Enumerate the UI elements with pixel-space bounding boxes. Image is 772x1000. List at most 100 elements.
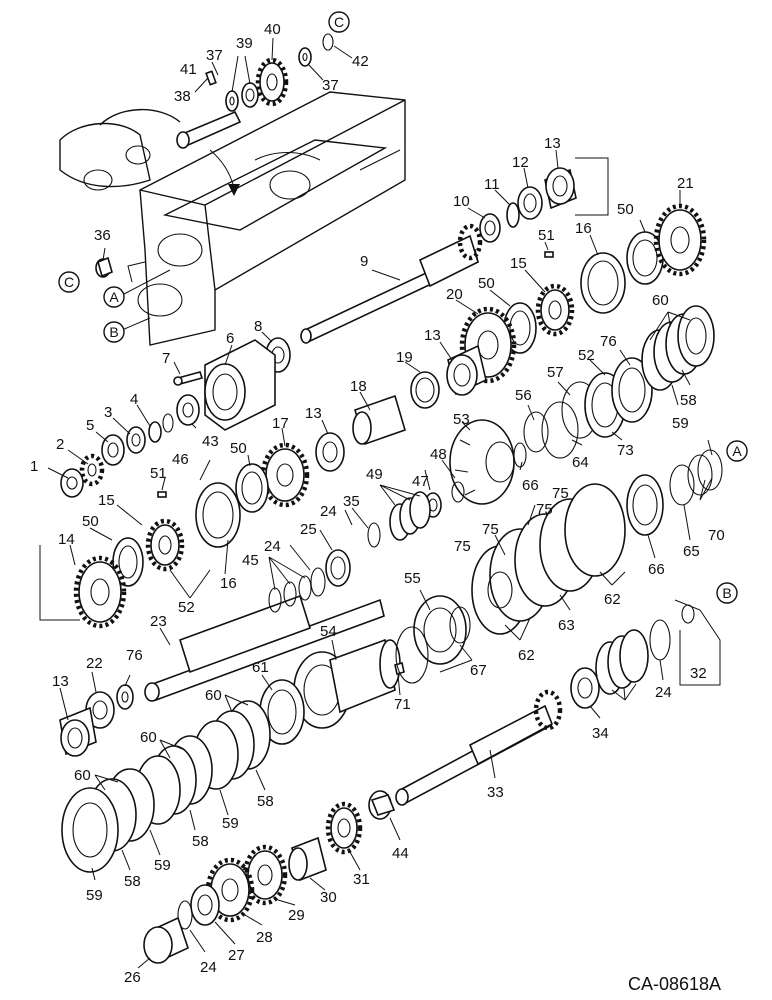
piston-55 [413,595,467,665]
ring-24b [649,619,671,661]
callout-50-low: 50 [82,513,99,530]
ref-B-left: B [103,321,125,343]
callout-64: 64 [572,454,589,471]
callout-62-b: 62 [604,591,621,608]
ring-64 [541,401,579,459]
callout-29: 29 [288,907,305,924]
callout-8: 8 [254,318,262,335]
callout-24-d: 24 [200,959,217,976]
callout-20: 20 [446,286,463,303]
gear-40 [255,57,289,107]
callout-15-top: 15 [510,255,527,272]
callout-60-top: 60 [652,292,669,309]
washer-4 [148,421,162,443]
ring-56 [523,411,549,453]
callout-45: 45 [242,552,259,569]
snap-ring-42 [322,33,334,51]
race-25 [325,549,351,587]
bushing-36 [95,256,113,278]
callout-50-left: 50 [230,440,247,457]
washer-75 [116,684,134,710]
callout-58-c: 58 [124,873,141,890]
springs-49 [389,491,431,541]
callout-40: 40 [264,21,281,38]
callout-43: 43 [202,433,219,450]
callout-67: 66 [648,561,665,578]
callout-13-low: 13 [52,673,69,690]
piston-74 [611,357,653,423]
callout-16-top: 16 [575,220,592,237]
callout-60-b: 60 [140,729,157,746]
shaft-38 [176,110,242,149]
ring-35 [367,522,381,548]
ring-19 [410,371,440,409]
callout-47: 47 [412,473,429,490]
hub-15b [145,518,185,572]
callout-25: 25 [300,521,317,538]
bearing-43 [176,394,200,426]
callout-58-top: 58 [680,392,697,409]
callout-50-mid: 50 [478,275,495,292]
leader-lines [39,37,713,969]
bearing-10 [479,213,501,243]
hub-15a [535,283,575,337]
callout-24-b: 24 [320,503,337,520]
callout-28: 28 [256,929,273,946]
callout-51-top: 51 [538,227,555,244]
callout-61: 61 [252,659,269,676]
bearing-1 [60,468,84,498]
callout-75: 76 [126,647,143,664]
shaft-23 [144,594,385,702]
callout-11: 11 [484,176,500,193]
callout-71: 71 [394,696,411,713]
callout-59-a: 59 [222,815,239,832]
key-51a [544,251,554,258]
callout-19: 19 [396,349,413,366]
callout-3: 3 [104,404,112,421]
callout-7: 7 [162,350,170,367]
callout-59-c: 59 [86,887,103,904]
bearing-39 [241,82,259,108]
clutch-pack-lower [61,700,271,873]
snap-ring-32 [681,604,695,624]
callout-49: 49 [366,466,383,483]
callout-66: 66 [522,477,539,494]
callout-16-left: 16 [220,575,237,592]
callout-52-top: 52 [578,347,595,364]
gear-17 [260,442,310,508]
bolt-7 [173,371,204,386]
cap-26 [143,916,189,964]
callout-55: 55 [404,570,421,587]
bearing-13-left [315,432,345,472]
drawing-id-label: CA-08618A [628,974,721,994]
callout-34: 34 [592,725,609,742]
callout-56: 56 [515,387,532,404]
callout-50-top: 50 [617,201,634,218]
sync-ring-50c [235,463,269,513]
bearing-13-top [544,167,577,210]
callout-23: 23 [150,613,167,630]
callout-24-c: 24 [655,684,672,701]
callout-60-a: 60 [205,687,222,704]
callout-38: 38 [174,88,191,105]
callout-17: 17 [272,415,289,432]
sync-ring-50b [503,302,537,354]
ring-67 [626,474,664,536]
callout-37-b: 37 [322,77,339,94]
ring-65 [669,464,695,506]
callout-30: 30 [320,889,337,906]
callout-27: 27 [228,947,245,964]
sleeve-16b [195,482,241,548]
callout-65: 65 [683,543,700,560]
callout-26: 26 [124,969,141,986]
callout-73-c: 75 [482,521,499,538]
callout-21: 21 [677,175,694,192]
callout-73-b: 75 [536,501,553,518]
race-12 [517,186,543,220]
callout-63: 63 [558,617,575,634]
callout-9: 9 [360,253,368,270]
ref-A-left: A [103,286,125,308]
ref-letter-c: C [334,14,344,30]
ref-A-right: A [726,440,748,462]
